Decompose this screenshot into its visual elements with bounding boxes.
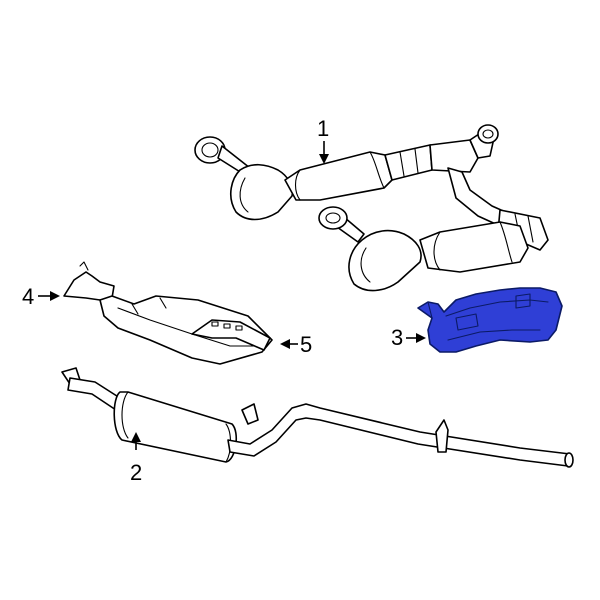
callout-1-arrowhead <box>319 154 329 164</box>
callout-5-arrowhead <box>280 339 290 349</box>
callout-4-number: 4 <box>22 284 34 309</box>
callout-2-number: 2 <box>130 460 142 485</box>
callout-2: 2 <box>130 432 142 485</box>
muffler-and-tailpipe[interactable] <box>61 367 574 468</box>
heat-shield-highlighted[interactable] <box>417 287 563 353</box>
callout-3: 3 <box>391 325 426 350</box>
callout-1-number: 1 <box>317 116 329 141</box>
callout-3-number: 3 <box>391 325 403 350</box>
callout-2-arrowhead <box>131 432 141 442</box>
callout-3-arrowhead <box>416 333 426 343</box>
callout-1: 1 <box>317 116 329 164</box>
callout-4: 4 <box>22 284 60 309</box>
callout-5-number: 5 <box>300 332 312 357</box>
catalytic-converter-assembly[interactable] <box>194 124 549 292</box>
callout-5: 5 <box>280 332 312 357</box>
converter-heat-shield[interactable] <box>63 261 273 365</box>
callout-4-arrowhead <box>50 291 60 301</box>
